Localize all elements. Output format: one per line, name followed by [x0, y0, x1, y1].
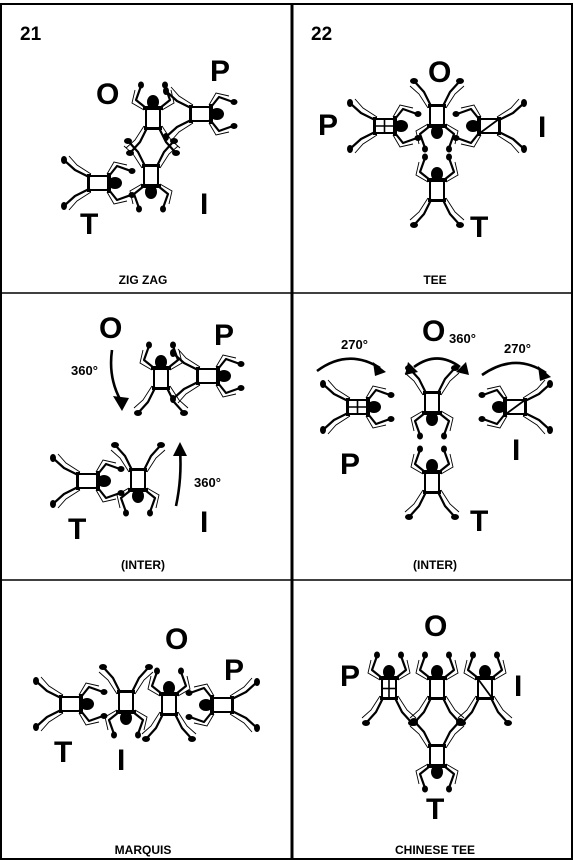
inter-left-letter-t: T: [68, 513, 87, 546]
inter-left-letter-o: O: [99, 312, 123, 345]
caption-inter-right: (INTER): [413, 558, 457, 572]
inter-left-arrow-lower: [173, 442, 187, 507]
chinese-tee-letter-o: O: [424, 610, 448, 643]
marquis-jumper-p: [185, 677, 260, 733]
inter-right-letter-i: I: [512, 434, 521, 467]
inter-right-rotation-right: 270°: [504, 341, 531, 356]
inter-left-rotation-lower: 360°: [194, 475, 221, 490]
inter-left-jumper-i: [110, 442, 166, 517]
tee-jumper-o: [409, 78, 465, 153]
inter-right-rotation-center: 360°: [449, 331, 476, 346]
inter-left-letter-i: I: [200, 506, 209, 539]
tee-letter-p: P: [318, 109, 339, 142]
inter-right-jumper-i: [478, 379, 553, 435]
chinese-tee-jumper-i: [457, 651, 513, 726]
inter-left-arrow-upper: [109, 349, 129, 411]
inter-right-rotation-left: 270°: [341, 337, 368, 352]
block-number-22: 22: [311, 24, 333, 45]
inter-left-jumper-p: [170, 348, 245, 404]
inter-left-jumper-t: [50, 453, 125, 509]
zigzag-letter-i: I: [200, 188, 209, 221]
inter-right-arrow-center-right: [456, 362, 469, 375]
inter-right-jumper-o: [404, 365, 460, 440]
tee-jumper-t: [409, 153, 465, 228]
block-number-21: 21: [20, 24, 42, 45]
inter-right-jumper-p: [320, 379, 395, 435]
marquis-jumper-o: [141, 667, 197, 742]
tee-jumper-p: [347, 98, 422, 154]
inter-left-jumper-o: [133, 341, 189, 416]
outer-border: [0, 3, 573, 860]
zigzag-jumper-t: [61, 155, 136, 211]
caption-inter-left: (INTER): [121, 558, 165, 572]
inter-right-arrow-left: [316, 357, 386, 376]
zigzag-letter-p: P: [210, 55, 231, 88]
marquis-letter-p: P: [224, 654, 245, 687]
tee-letter-o: O: [428, 56, 452, 89]
marquis-letter-o: O: [165, 623, 189, 656]
tee-jumper-i: [452, 98, 527, 154]
tee-letter-i: I: [538, 111, 547, 144]
inter-right-letter-p: P: [340, 448, 361, 481]
chinese-tee-jumper-p: [361, 651, 417, 726]
zigzag-jumper-i: [123, 138, 179, 213]
marquis-letter-i: I: [117, 744, 126, 777]
chinese-tee-jumper-o: [409, 651, 465, 726]
zigzag-letter-t: T: [80, 208, 99, 241]
chinese-tee-letter-p: P: [340, 660, 361, 693]
inter-right-jumper-t: [404, 445, 460, 520]
inter-right-arrow-center-left: [405, 357, 461, 375]
marquis-jumper-t: [33, 676, 108, 732]
zigzag-jumper-p: [163, 86, 238, 142]
marquis-jumper-i: [98, 664, 154, 739]
caption-chinese-tee: CHINESE TEE: [394, 843, 475, 857]
inter-right-arrow-right: [481, 361, 551, 381]
caption-tee: TEE: [423, 273, 447, 287]
tee-letter-t: T: [470, 211, 489, 244]
caption-zig-zag: ZIG ZAG: [118, 273, 168, 287]
chinese-tee-jumper-t: [409, 718, 465, 793]
inter-left-rotation-upper: 360°: [71, 363, 98, 378]
marquis-letter-t: T: [54, 736, 73, 769]
inter-right-letter-o: O: [422, 315, 446, 348]
zigzag-jumper-o: [125, 81, 181, 156]
inter-left-letter-p: P: [214, 319, 235, 352]
inter-right-letter-t: T: [470, 505, 489, 538]
chinese-tee-letter-i: I: [514, 670, 523, 703]
caption-marquis: MARQUIS: [114, 843, 172, 857]
chinese-tee-letter-t: T: [426, 793, 445, 826]
zigzag-letter-o: O: [96, 78, 120, 111]
